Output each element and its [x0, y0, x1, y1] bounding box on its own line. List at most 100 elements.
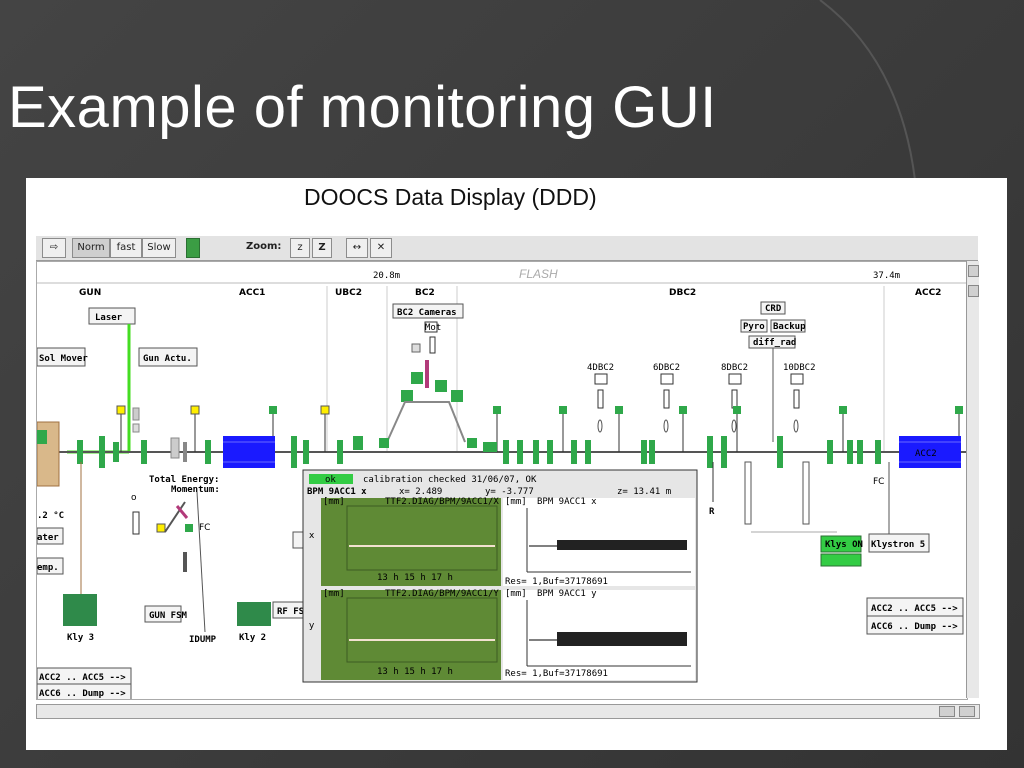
bpm-x-value: x= 2.489 — [399, 487, 442, 497]
beamline-monitors — [116, 405, 963, 452]
svg-text:Kly 2: Kly 2 — [239, 633, 266, 643]
svg-text:RF FS: RF FS — [277, 607, 304, 617]
plot-y-history-title: TTF2.DIAG/BPM/9ACC1/Y — [385, 589, 499, 599]
section-label-acc1: ACC1 — [239, 288, 265, 298]
svg-text:o: o — [131, 493, 137, 503]
diff-rad-button[interactable] — [748, 335, 796, 349]
svg-text:8DBC2: 8DBC2 — [721, 363, 748, 373]
svg-text:6DBC2: 6DBC2 — [653, 363, 680, 373]
beamline-canvas: GUN ACC1 UBC2 BC2 DBC2 ACC2 20.8m FLASH … — [36, 261, 968, 700]
svg-text:[mm]: [mm] — [323, 497, 345, 507]
svg-text:ACC6 .. Dump -->: ACC6 .. Dump --> — [39, 689, 126, 699]
svg-text:[mm]: [mm] — [505, 589, 527, 599]
svg-text:Backup: Backup — [773, 322, 806, 332]
backup-button[interactable] — [770, 319, 806, 333]
svg-text:Laser: Laser — [95, 313, 123, 323]
svg-text:GUN FSM: GUN FSM — [149, 611, 188, 621]
svg-text:ACC2 .. ACC5 -->: ACC2 .. ACC5 --> — [871, 604, 958, 614]
section-label-ubc2: UBC2 — [335, 288, 362, 298]
klystron-2[interactable] — [237, 602, 271, 626]
horizontal-scrollbar[interactable] — [36, 704, 980, 719]
sol-mover-button[interactable] — [37, 347, 86, 367]
gun-actu-button[interactable] — [138, 347, 198, 367]
klystron-3[interactable] — [63, 594, 97, 626]
svg-text:13 h 15 h 17 h: 13 h 15 h 17 h — [377, 573, 453, 583]
zoom-in-button[interactable]: z — [290, 238, 310, 258]
dbc-10: 10DBC2 — [783, 363, 816, 433]
svg-text:Klystron 5: Klystron 5 — [871, 540, 925, 550]
laser-button[interactable] — [88, 307, 136, 325]
svg-text:Gun Actu.: Gun Actu. — [143, 354, 192, 364]
acc6-dump-right-button[interactable] — [866, 615, 964, 635]
dbc-6: 6DBC2 — [653, 363, 680, 433]
momentum-label: Momentum: — [171, 485, 220, 495]
calibration-text: calibration checked 31/06/07, OK — [363, 475, 537, 485]
marker-37-4m: 37.4m — [873, 271, 900, 281]
plot-y-snapshot-title: BPM 9ACC1 y — [537, 589, 597, 599]
fast-button[interactable]: fast — [110, 238, 142, 258]
norm-button[interactable]: Norm — [72, 238, 110, 258]
bpm-y-value: y= -3.777 — [485, 487, 534, 497]
svg-text:FC: FC — [873, 477, 884, 487]
plot-x-history-title: TTF2.DIAG/BPM/9ACC1/X — [385, 497, 499, 507]
temp-label: emp. — [37, 563, 59, 573]
bpm-panel: ok calibration checked 31/06/07, OK BPM … — [302, 469, 698, 683]
bpm-name: BPM 9ACC1 x — [307, 487, 367, 497]
svg-text:x: x — [309, 531, 315, 541]
grid-icon[interactable] — [186, 238, 200, 258]
section-label-bc2: BC2 — [415, 288, 435, 298]
temp-value: .2 °C — [37, 511, 64, 521]
app-title: DOOCS Data Display (DDD) — [304, 184, 597, 210]
zoom-out-button[interactable]: Z — [312, 238, 332, 258]
svg-text:Sol Mover: Sol Mover — [39, 354, 88, 364]
svg-text:Mot: Mot — [425, 323, 441, 333]
svg-text:R: R — [709, 507, 715, 517]
svg-text:ACC2 .. ACC5 -->: ACC2 .. ACC5 --> — [39, 673, 126, 683]
flash-label: FLASH — [519, 267, 558, 281]
ddd-screenshot: DOOCS Data Display (DDD) ⇨ Norm fast Slo… — [26, 178, 1007, 750]
klys-on-indicator[interactable] — [820, 535, 862, 553]
toolbar: ⇨ Norm fast Slow Zoom: z Z ↔ ✕ — [36, 236, 978, 261]
svg-text:FC: FC — [199, 523, 210, 533]
vertical-scrollbar[interactable] — [966, 261, 979, 698]
scroll-down-icon[interactable] — [968, 285, 979, 297]
bc2-cameras-button[interactable] — [392, 303, 464, 319]
svg-text:Kly 3: Kly 3 — [67, 633, 94, 643]
svg-text:CRD: CRD — [765, 304, 782, 314]
svg-text:4DBC2: 4DBC2 — [587, 363, 614, 373]
total-energy-label: Total Energy: — [149, 475, 219, 485]
acc2-cavity-module: ACC2 — [899, 436, 961, 468]
scroll-left-icon[interactable] — [939, 706, 955, 717]
svg-text:ACC2: ACC2 — [915, 449, 937, 459]
acc6-dump-left-button[interactable] — [37, 683, 132, 700]
svg-text:BC2 Cameras: BC2 Cameras — [397, 308, 457, 318]
section-label-dbc2: DBC2 — [669, 288, 696, 298]
water-label: ater — [37, 533, 59, 543]
beamline-magnets — [77, 436, 881, 468]
svg-text:[mm]: [mm] — [505, 497, 527, 507]
crd-button[interactable] — [760, 301, 786, 315]
zoom-shrink-icon[interactable]: ✕ — [370, 238, 392, 258]
svg-text:13 h 15 h 17 h: 13 h 15 h 17 h — [377, 667, 453, 677]
slow-button[interactable]: Slow — [142, 238, 176, 258]
pyro-button[interactable] — [740, 319, 768, 333]
zoom-label: Zoom: — [246, 241, 282, 252]
forward-arrow-button[interactable]: ⇨ — [42, 238, 66, 258]
svg-text:y: y — [309, 621, 315, 631]
svg-text:10DBC2: 10DBC2 — [783, 363, 816, 373]
dbc-4: 4DBC2 — [587, 363, 614, 433]
klystron-5-button[interactable] — [868, 533, 930, 553]
section-label-gun: GUN — [79, 288, 101, 298]
svg-text:Klys ON: Klys ON — [825, 540, 863, 550]
plot-x-snapshot-title: BPM 9ACC1 x — [537, 497, 597, 507]
svg-text:[mm]: [mm] — [323, 589, 345, 599]
section-label-acc2: ACC2 — [915, 288, 941, 298]
scroll-up-icon[interactable] — [968, 265, 979, 277]
gun-fsm-button[interactable] — [144, 605, 182, 623]
slide-title: Example of monitoring GUI — [8, 75, 717, 140]
scroll-right-icon[interactable] — [959, 706, 975, 717]
svg-text:Pyro: Pyro — [743, 322, 765, 332]
zoom-expand-icon[interactable]: ↔ — [346, 238, 368, 258]
ok-indicator[interactable] — [309, 474, 353, 484]
